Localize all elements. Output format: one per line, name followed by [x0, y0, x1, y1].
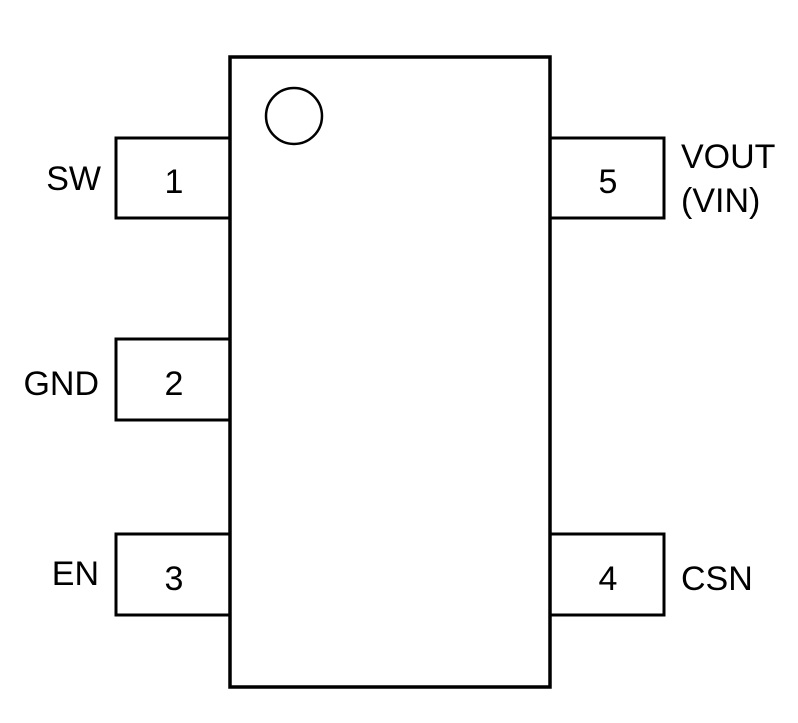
pin-5-label-line1: VOUT [681, 138, 775, 176]
pin-5-box [548, 136, 666, 220]
pin-1: 1 SW [46, 136, 232, 220]
pin-2-box [114, 337, 232, 422]
pin-1-box [114, 136, 232, 220]
pin-2: 2 GND [23, 337, 232, 422]
pin-3-number: 3 [165, 560, 184, 598]
pin-2-number: 2 [165, 365, 184, 403]
pin-1-label: SW [46, 160, 101, 198]
pin-3-label: EN [52, 555, 99, 593]
ic-body [228, 55, 552, 689]
pin-3: 3 EN [52, 532, 232, 617]
pin-4-number: 4 [599, 560, 618, 598]
pin-5: 5 VOUT (VIN) [548, 136, 775, 220]
pin-5-label-line2: (VIN) [681, 182, 760, 220]
pin1-marker-circle [264, 86, 324, 146]
pin-4: 4 CSN [548, 532, 753, 617]
pin-4-label: CSN [681, 560, 753, 598]
pin-4-box [548, 532, 666, 617]
pin-2-label: GND [23, 365, 99, 403]
pin-1-number: 1 [165, 163, 184, 201]
pin-3-box [114, 532, 232, 617]
pin-5-number: 5 [599, 163, 618, 201]
